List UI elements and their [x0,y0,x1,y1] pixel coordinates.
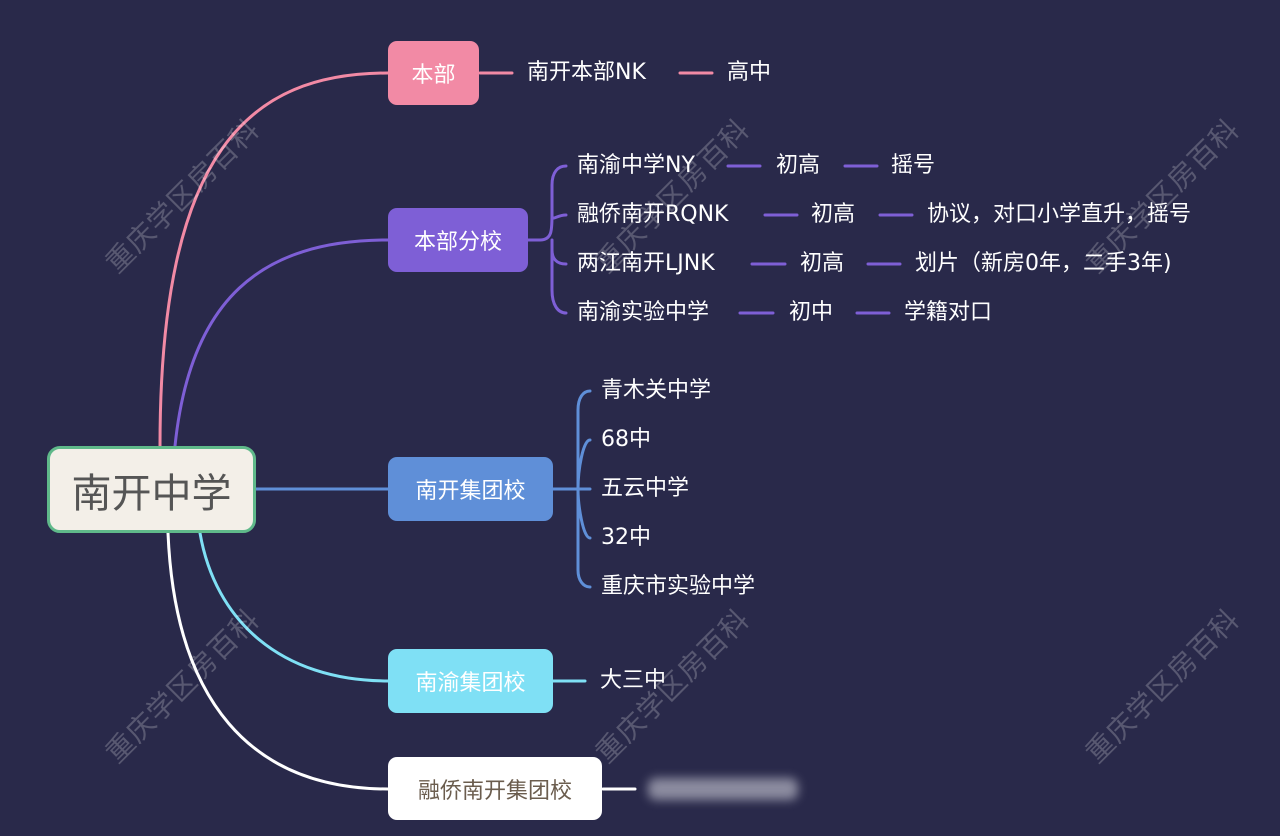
redacted-leaf [648,778,798,800]
leaf-level: 初高 [776,153,821,178]
root-node[interactable]: 南开中学 [47,446,256,533]
leaf-school: 五云中学 [601,476,690,501]
brace-benbufenxiao [526,164,568,315]
leaf-school: 重庆市实验中学 [601,574,756,599]
leaf-admission: 协议，对口小学直升，摇号 [927,202,1192,227]
leaf-admission: 划片（新房0年，二手3年) [915,251,1172,276]
leaf-level: 初中 [789,300,834,325]
leaf-admission: 学籍对口 [904,300,993,325]
leaf-school: 南开本部NK [527,60,646,85]
leaf-level: 初高 [800,251,845,276]
leaf-level: 初高 [811,202,856,227]
leaf-school: 南渝实验中学 [577,300,710,325]
leaf-school: 32中 [601,525,651,550]
link-root-nanyu-group [198,531,390,683]
branch-nankai-group[interactable]: 南开集团校 [388,457,553,521]
leaf-admission: 摇号 [891,153,936,178]
branch-nanyu-group[interactable]: 南渝集团校 [388,649,553,713]
brace-nankai-group [551,389,592,589]
leaf-school: 青木关中学 [601,378,712,403]
link-root-rongqiao-group [166,531,390,791]
branch-benbufenxiao[interactable]: 本部分校 [388,208,528,272]
leaf-school: 南渝中学NY [577,153,695,178]
leaf-school: 68中 [601,427,651,452]
leaf-level: 高中 [727,60,772,85]
leaf-school: 两江南开LJNK [577,251,715,276]
branch-benbu[interactable]: 本部 [388,41,479,105]
leaf-school: 融侨南开RQNK [577,202,729,227]
leaf-school: 大三中 [600,668,667,693]
link-root-benbu [158,71,390,448]
link-root-benbufenxiao [173,238,390,448]
branch-rongqiao-group[interactable]: 融侨南开集团校 [388,757,602,820]
